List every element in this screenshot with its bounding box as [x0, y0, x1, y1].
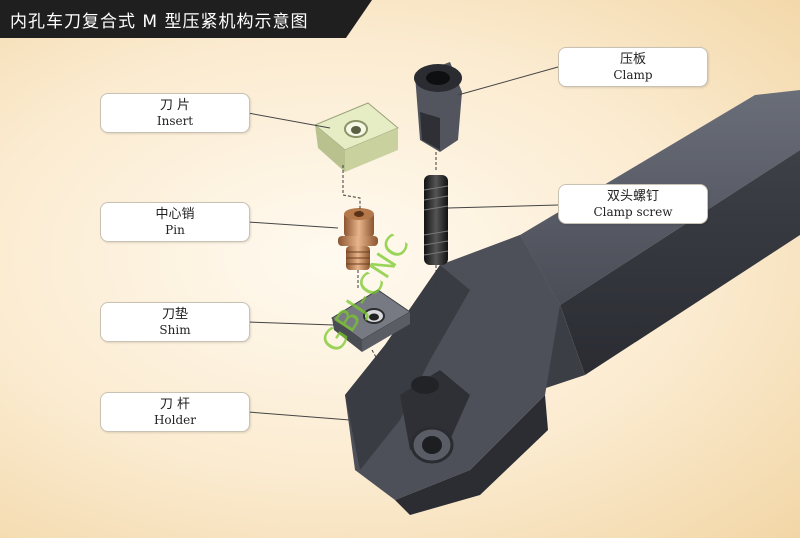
- callout-shim: 刀垫 Shim: [100, 302, 250, 342]
- callout-insert: 刀 片 Insert: [100, 93, 250, 133]
- shim-part: [331, 289, 411, 352]
- callout-clamp-en: Clamp: [613, 68, 653, 82]
- callout-insert-cn: 刀 片: [159, 98, 191, 113]
- callout-holder-cn: 刀 杆: [159, 397, 191, 412]
- callout-pin-en: Pin: [165, 223, 185, 237]
- clamp-part: [414, 62, 462, 152]
- callout-clamp: 压板 Clamp: [558, 47, 708, 87]
- callout-clamp-screw-cn: 双头螺钉: [606, 189, 659, 204]
- assembly-guide-lines: [342, 152, 437, 383]
- callout-holder: 刀 杆 Holder: [100, 392, 250, 432]
- insert-part: [314, 102, 399, 172]
- holder-part: [345, 90, 800, 515]
- leader-lines: [247, 66, 559, 421]
- pin-part: [338, 208, 378, 270]
- page-title: 内孔车刀复合式 M 型压紧机构示意图: [10, 12, 309, 32]
- callout-clamp-screw: 双头螺钉 Clamp screw: [558, 184, 708, 224]
- callout-pin-cn: 中心销: [155, 207, 195, 222]
- callout-shim-cn: 刀垫: [161, 307, 188, 322]
- clamp-screw-part: [423, 175, 449, 265]
- title-bar: 内孔车刀复合式 M 型压紧机构示意图: [0, 0, 372, 38]
- callout-insert-en: Insert: [156, 114, 194, 128]
- callout-shim-en: Shim: [159, 323, 191, 337]
- callout-holder-en: Holder: [153, 413, 197, 427]
- callout-pin: 中心销 Pin: [100, 202, 250, 242]
- callout-clamp-screw-en: Clamp screw: [593, 205, 673, 219]
- callout-clamp-cn: 压板: [619, 52, 646, 67]
